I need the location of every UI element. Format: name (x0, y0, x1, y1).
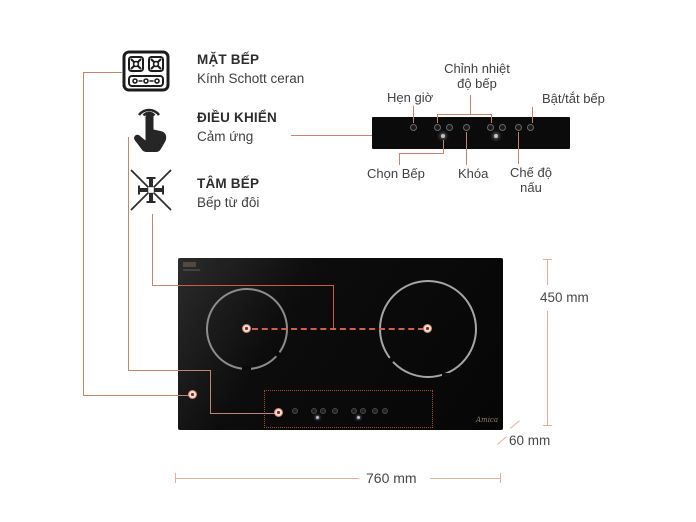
timer-button (409, 123, 417, 131)
display-glow (494, 134, 498, 138)
connector-line (152, 285, 179, 286)
connector-line (399, 153, 444, 154)
temp-plus-right-button (498, 123, 506, 131)
control-panel-strip (372, 117, 570, 149)
temp-minus-left-button (433, 123, 441, 131)
cook-mode-label-line1: Chế độ (510, 165, 552, 180)
glass-button (360, 408, 366, 414)
lock-button (462, 123, 470, 131)
connector-line (413, 106, 414, 123)
ring-gap (242, 366, 251, 370)
glass-button (311, 408, 317, 414)
temperature-label: Chỉnh nhiệt độ bếp (437, 61, 517, 91)
dimension-tick (510, 420, 520, 429)
glass-display-glow (357, 416, 360, 419)
temperature-label-line1: Chỉnh nhiệt (444, 61, 510, 76)
right-center-marker (423, 324, 432, 333)
dimension-line (430, 478, 500, 479)
control-zone-outline (264, 390, 433, 428)
glass-button (372, 408, 378, 414)
glass-button (351, 408, 357, 414)
connector-line (532, 107, 533, 123)
connector-line (83, 72, 122, 73)
control-callout-marker (274, 408, 283, 417)
power-button (526, 123, 534, 131)
connector-line (210, 370, 211, 414)
glass-button (332, 408, 338, 414)
ring-gap (271, 348, 283, 359)
connector-line (179, 285, 334, 286)
burner-center-icon (128, 167, 174, 218)
connector-line (470, 95, 471, 115)
brand-logo: Amica (476, 416, 499, 424)
cook-mode-button (514, 123, 522, 131)
burner-center-dashed-line (252, 328, 424, 330)
temp-plus-left-button (445, 123, 453, 131)
connector-line (291, 135, 372, 136)
dimension-line (175, 478, 359, 479)
cooktop-image: Amica (178, 258, 503, 430)
feature-title: MẶT BẾP (197, 52, 260, 67)
timer-label: Hẹn giờ (387, 90, 434, 105)
temperature-label-line2: độ bếp (457, 76, 497, 91)
feature-title: ĐIỀU KHIỂN (197, 110, 278, 125)
feature-subtitle: Bếp từ đôi (197, 195, 260, 210)
connector-line (333, 286, 334, 328)
connector-line (128, 137, 129, 371)
connector-line (210, 413, 275, 414)
thickness-dimension-label: 60 mm (509, 433, 551, 448)
select-burner-label: Chọn Bếp (367, 166, 425, 181)
connector-line (152, 214, 153, 286)
dimension-tick (500, 473, 501, 483)
dimension-tick (497, 436, 507, 445)
connector-line (437, 114, 438, 123)
dimension-line (547, 259, 548, 285)
cooktop-label-mark (183, 269, 200, 271)
feature-title: TÂM BẾP (197, 176, 260, 191)
display-glow (441, 134, 445, 138)
cook-mode-label-line2: nấu (520, 180, 542, 195)
glass-display-glow (316, 416, 319, 419)
connector-line (491, 114, 492, 123)
feature-subtitle: Cảm ứng (197, 129, 254, 144)
connector-line (83, 72, 84, 396)
lock-label: Khóa (458, 166, 489, 181)
ring-gap (388, 352, 400, 363)
ring-gap (442, 373, 451, 377)
width-dimension-label: 760 mm (366, 470, 417, 486)
cook-mode-label: Chế độ nấu (503, 165, 559, 195)
connector-line (399, 153, 400, 165)
connector-line (83, 395, 190, 396)
cooktop-label-mark (183, 262, 196, 267)
surface-callout-marker (188, 390, 197, 399)
touch-control-icon (129, 103, 171, 160)
glass-button (292, 408, 298, 414)
connector-line (443, 140, 444, 154)
power-label: Bật/tắt bếp (542, 91, 605, 106)
height-dimension-label: 450 mm (540, 290, 589, 305)
glass-button (320, 408, 326, 414)
connector-line (518, 132, 519, 164)
dimension-line (547, 311, 548, 426)
connector-line (437, 114, 492, 115)
temp-minus-right-button (486, 123, 494, 131)
feature-subtitle: Kính Schott ceran (197, 71, 305, 86)
connector-line (128, 370, 211, 371)
left-center-marker (242, 324, 251, 333)
glass-button (382, 408, 388, 414)
cooktop-surface-icon (122, 50, 170, 97)
connector-line (466, 132, 467, 165)
dimension-tick (543, 425, 552, 426)
